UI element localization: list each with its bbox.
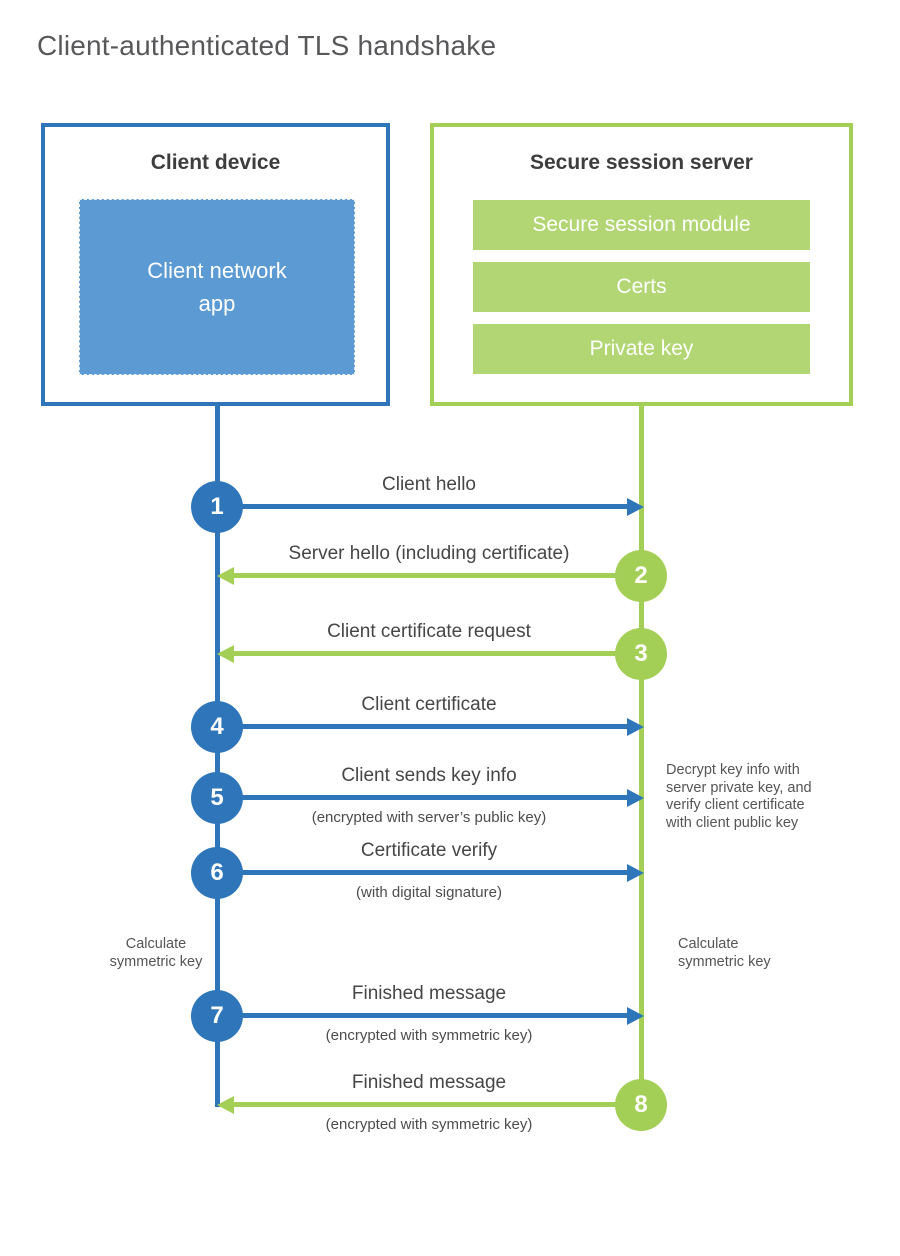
secure-session-server-box: Secure session server Secure session mod… [430, 123, 853, 406]
step-7-circle: 7 [191, 990, 243, 1042]
step-1-label: Client hello [382, 474, 476, 495]
step-8-circle: 8 [615, 1079, 667, 1131]
arrow-head-icon [217, 644, 234, 663]
step-5-circle: 5 [191, 772, 243, 824]
step-3-label: Client certificate request [327, 621, 531, 642]
step-4-label: Client certificate [361, 694, 497, 715]
server-module-secure-session: Secure session module [473, 200, 810, 250]
calculate-symmetric-key-server-note: Calculate symmetric key [678, 936, 771, 970]
step-7-label: Finished message [351, 983, 507, 1004]
step-4-circle: 4 [191, 701, 243, 753]
step-6-sublabel: (with digital signature) [356, 884, 502, 901]
client-device-box: Client device Client network app [41, 123, 390, 406]
page-title: Client-authenticated TLS handshake [37, 30, 497, 61]
step-6-circle: 6 [191, 847, 243, 899]
decrypt-key-note: Decrypt key info with server private key… [666, 762, 812, 831]
step-2-circle: 2 [615, 550, 667, 602]
client-device-title: Client device [150, 151, 281, 174]
step-5-arrow-right [217, 788, 644, 807]
step-7-sublabel: (encrypted with symmetric key) [325, 1027, 533, 1044]
step-7-arrow-right [217, 1006, 644, 1025]
server-module-certs: Certs [473, 262, 810, 312]
arrow-head-icon [627, 863, 644, 882]
step-6-arrow-right [217, 863, 644, 882]
step-4-arrow-right [217, 717, 644, 736]
server-lifeline [639, 405, 644, 1107]
calculate-symmetric-key-client-note: Calculate symmetric key [109, 936, 203, 970]
client-lifeline [215, 405, 220, 1107]
arrow-head-icon [627, 497, 644, 516]
arrow-head-icon [627, 717, 644, 736]
step-6-label: Certificate verify [360, 840, 498, 861]
step-1-arrow-right [217, 497, 644, 516]
step-8-sublabel: (encrypted with symmetric key) [325, 1116, 533, 1133]
client-network-app-module: Client network app [79, 199, 355, 375]
server-module-private-key: Private key [473, 324, 810, 374]
step-3-circle: 3 [615, 628, 667, 680]
step-3-arrow-left [217, 644, 644, 663]
arrow-head-icon [217, 1095, 234, 1114]
step-2-arrow-left [217, 566, 644, 585]
arrow-head-icon [627, 1006, 644, 1025]
step-5-label: Client sends key info [341, 765, 517, 786]
step-1-circle: 1 [191, 481, 243, 533]
step-8-arrow-left [217, 1095, 644, 1114]
arrow-head-icon [217, 566, 234, 585]
arrow-head-icon [627, 788, 644, 807]
step-2-label: Server hello (including certificate) [288, 543, 570, 564]
step-8-label: Finished message [351, 1072, 507, 1093]
step-5-sublabel: (encrypted with server’s public key) [311, 809, 547, 826]
secure-session-server-title: Secure session server [530, 151, 753, 174]
